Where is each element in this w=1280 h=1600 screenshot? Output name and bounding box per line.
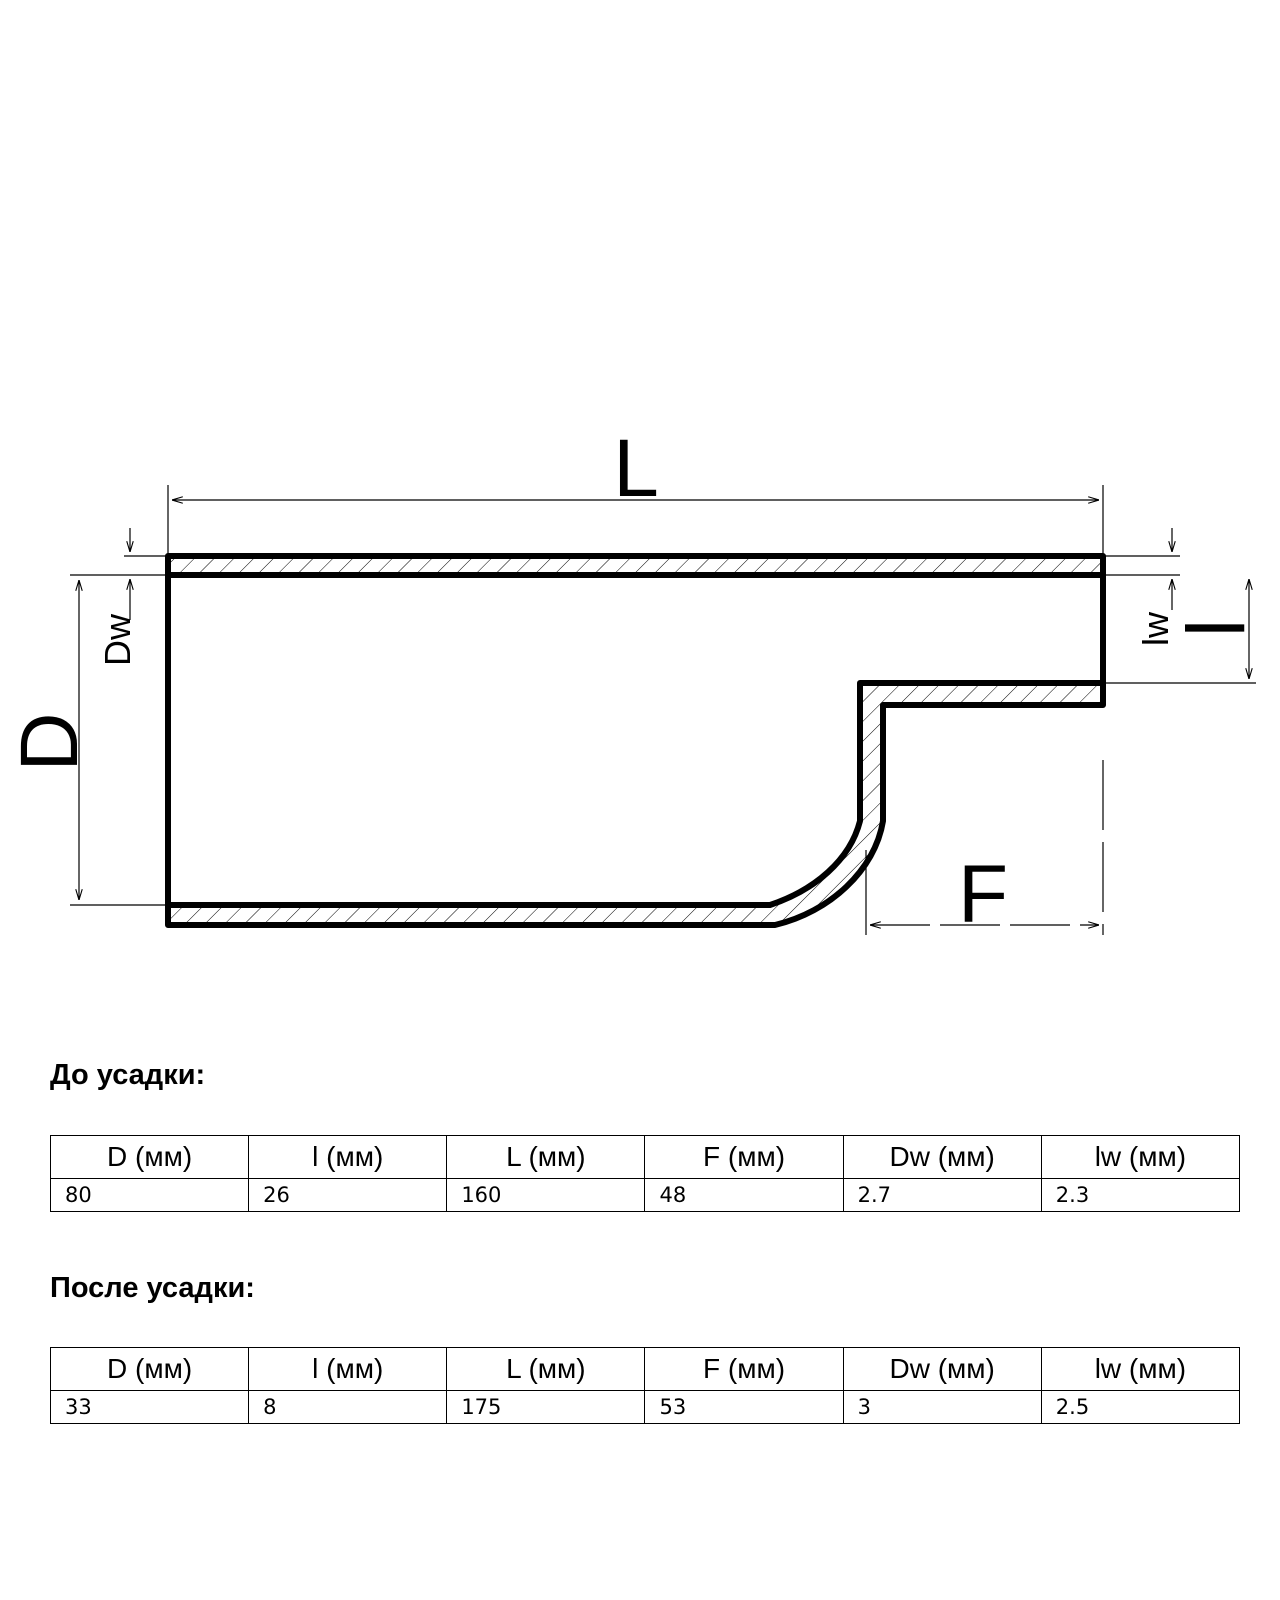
label-l: l <box>1171 619 1262 637</box>
header-Dw: Dw (мм) <box>842 1347 1042 1391</box>
tube-outer-contour <box>165 553 1106 928</box>
header-F: F (мм) <box>644 1135 844 1179</box>
label-L: L <box>613 423 659 514</box>
dimension-D: D <box>4 574 168 906</box>
value-l: 26 <box>248 1178 448 1212</box>
value-D: 33 <box>49 1390 250 1424</box>
table-row: 80 26 160 48 2.7 2.3 <box>49 1178 1241 1212</box>
dimension-lw: lw <box>1103 528 1180 646</box>
header-Dw: Dw (мм) <box>842 1135 1042 1179</box>
value-L: 160 <box>446 1178 646 1212</box>
table-header-row: D (мм) l (мм) L (мм) F (мм) Dw (мм) lw (… <box>49 1135 1241 1179</box>
header-D: D (мм) <box>49 1347 250 1391</box>
header-F: F (мм) <box>644 1347 844 1391</box>
wall-hatching <box>168 556 1103 925</box>
header-lw: lw (мм) <box>1040 1347 1241 1391</box>
value-lw: 2.3 <box>1040 1178 1241 1212</box>
table-row: 33 8 175 53 3 2.5 <box>49 1390 1241 1424</box>
value-Dw: 3 <box>842 1390 1042 1424</box>
label-F: F <box>958 849 1008 940</box>
value-F: 53 <box>644 1390 844 1424</box>
tube-inner-contour <box>168 572 1106 908</box>
dimension-L: L <box>167 423 1104 556</box>
label-lw: lw <box>1135 611 1176 646</box>
tube-drawing: L D Dw lw l F <box>4 423 1262 940</box>
after-shrink-table: D (мм) l (мм) L (мм) F (мм) Dw (мм) lw (… <box>49 1347 1241 1424</box>
before-shrink-title: До усадки: <box>50 1059 206 1091</box>
header-lw: lw (мм) <box>1040 1135 1241 1179</box>
value-L: 175 <box>446 1390 646 1424</box>
after-shrink-title: После усадки: <box>50 1272 255 1304</box>
table-header-row: D (мм) l (мм) L (мм) F (мм) Dw (мм) lw (… <box>49 1347 1241 1391</box>
label-Dw: Dw <box>97 613 138 666</box>
dimension-F: F <box>865 760 1104 940</box>
header-L: L (мм) <box>446 1135 646 1179</box>
value-Dw: 2.7 <box>842 1178 1042 1212</box>
label-D: D <box>4 712 95 771</box>
header-l: l (мм) <box>248 1347 448 1391</box>
dimension-l: l <box>1103 579 1262 684</box>
value-lw: 2.5 <box>1040 1390 1241 1424</box>
header-D: D (мм) <box>49 1135 250 1179</box>
value-F: 48 <box>644 1178 844 1212</box>
value-D: 80 <box>49 1178 250 1212</box>
before-shrink-table: D (мм) l (мм) L (мм) F (мм) Dw (мм) lw (… <box>49 1135 1241 1212</box>
dimension-Dw: Dw <box>97 528 168 666</box>
header-l: l (мм) <box>248 1135 448 1179</box>
header-L: L (мм) <box>446 1347 646 1391</box>
value-l: 8 <box>248 1390 448 1424</box>
